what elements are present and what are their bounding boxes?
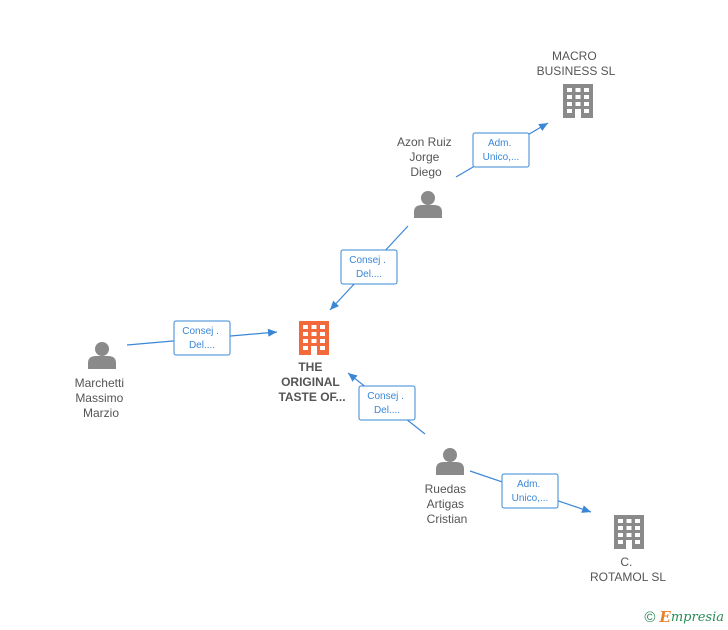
- node-label: MACRO BUSINESS SL: [537, 49, 616, 78]
- edge-azon-macro: Adm. Unico,...: [455, 122, 549, 178]
- edge-label-box[interactable]: [501, 473, 559, 509]
- edge-azon-main: Consej . Del....: [329, 225, 409, 311]
- node-label: Marchetti Massimo Marzio: [75, 376, 128, 420]
- node-macro-business[interactable]: MACRO BUSINESS SL: [537, 49, 616, 118]
- person-icon: [88, 342, 116, 369]
- node-ruedas[interactable]: Ruedas Artigas Cristian: [425, 448, 470, 526]
- person-icon: [436, 448, 464, 475]
- edge-label-box[interactable]: [173, 320, 231, 356]
- node-azon-ruiz[interactable]: Azon Ruiz Jorge Diego: [397, 135, 455, 218]
- brand-logo-text: mpresia: [670, 609, 724, 625]
- edge-label-box[interactable]: [358, 385, 416, 421]
- node-label: C. ROTAMOL SL: [590, 555, 666, 584]
- edge-label: Adm. Unico,...: [483, 138, 520, 163]
- node-rotamol[interactable]: C. ROTAMOL SL: [590, 515, 666, 584]
- node-label: Ruedas Artigas Cristian: [425, 482, 470, 526]
- node-label: THE ORIGINAL TASTE OF...: [278, 360, 345, 404]
- building-icon: [299, 321, 329, 355]
- edge-label-box[interactable]: [472, 132, 530, 168]
- node-marchetti[interactable]: Marchetti Massimo Marzio: [75, 342, 128, 420]
- edge-ruedas-rotamol: Adm. Unico,...: [469, 470, 592, 513]
- edge-marchetti-main: Consej . Del....: [126, 320, 278, 356]
- node-main-company[interactable]: THE ORIGINAL TASTE OF...: [278, 321, 346, 404]
- person-icon: [414, 191, 442, 218]
- node-label: Azon Ruiz Jorge Diego: [397, 135, 455, 179]
- relationship-diagram: Adm. Unico,... Consej . Del.... Consej .…: [75, 49, 667, 584]
- building-icon: [614, 515, 644, 549]
- brand-logo-letter: E: [659, 608, 671, 626]
- building-icon: [563, 84, 593, 118]
- edge-label: Consej . Del....: [367, 391, 406, 416]
- edge-label: Consej . Del....: [182, 326, 221, 351]
- edge-label-box[interactable]: [340, 249, 398, 285]
- edge-label: Consej . Del....: [349, 255, 388, 280]
- copyright-symbol: ©: [644, 608, 656, 626]
- edge-label: Adm. Unico,...: [512, 479, 549, 504]
- edge-ruedas-main: Consej . Del....: [347, 372, 426, 435]
